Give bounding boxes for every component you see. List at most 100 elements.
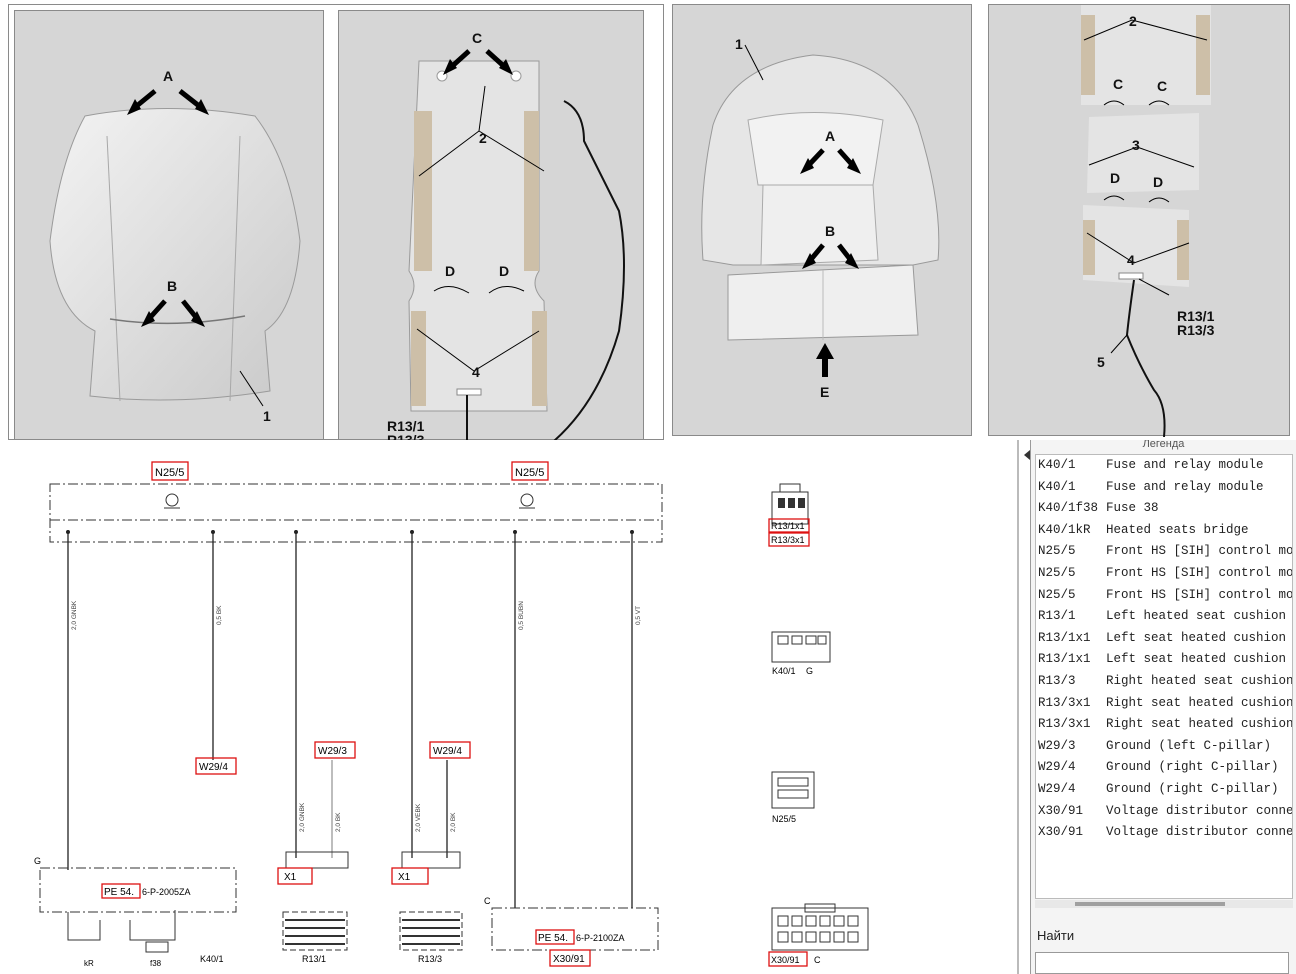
legend-description: Left seat heated cushion bbox=[1106, 652, 1287, 667]
legend-code: R13/3 bbox=[1038, 673, 1076, 688]
callout-c-left: C bbox=[1113, 76, 1123, 92]
search-label: Найти bbox=[1037, 928, 1075, 943]
legend-description: Ground (left C-pillar) bbox=[1106, 738, 1272, 753]
legend-row[interactable]: N25/5 Front HS [SIH] control mo bbox=[1036, 541, 1292, 563]
ground-box-1 bbox=[195, 757, 237, 775]
icon-label-r133x1: R13/3x1 bbox=[771, 535, 805, 545]
connector-x1-right-label: X1 bbox=[398, 872, 411, 883]
search-input[interactable] bbox=[1035, 952, 1289, 974]
callout-d-right: D bbox=[499, 263, 509, 279]
bottom-label-f38: f38 bbox=[150, 959, 162, 968]
legend-code: N25/5 bbox=[1038, 587, 1076, 602]
photo-panel-4: 2 C C 3 D D 4 R13/1 R13/3 5 bbox=[988, 4, 1290, 438]
ground-label-3: W29/4 bbox=[433, 746, 462, 757]
pe-right-rest: 6-P-2100ZA bbox=[576, 933, 625, 943]
legend-description: Left heated seat cushion bbox=[1106, 609, 1287, 624]
pe-left-rest: 6-P-2005ZA bbox=[142, 887, 191, 897]
legend-description: Front HS [SIH] control mo bbox=[1106, 587, 1293, 602]
photo-frame-left bbox=[8, 4, 664, 440]
icon-label-x30: X30/91 bbox=[771, 955, 800, 965]
legend-code: W29/4 bbox=[1038, 760, 1076, 775]
wire-label-8: 0,5 VT bbox=[635, 606, 642, 625]
legend-code: X30/91 bbox=[1038, 825, 1084, 840]
callout-2: 2 bbox=[479, 130, 487, 146]
callout-a: A bbox=[163, 68, 173, 84]
bottom-label-kr: kR bbox=[84, 959, 94, 968]
pe-right-label: PE 54. bbox=[538, 933, 568, 944]
legend-row[interactable]: R13/1x1 Left seat heated cushion bbox=[1036, 649, 1292, 671]
wire-label-4: 2,0 BK bbox=[335, 812, 342, 832]
connector-icon-k40[interactable] bbox=[771, 631, 831, 663]
legend-code: W29/3 bbox=[1038, 738, 1076, 753]
collapse-arrow-icon[interactable] bbox=[1024, 450, 1030, 460]
callout-d-right-cushion: D bbox=[1153, 174, 1163, 190]
connector-icon-n25[interactable] bbox=[771, 771, 815, 809]
module-label-right: N25/5 bbox=[515, 467, 544, 479]
seat-symbol-left bbox=[164, 493, 180, 509]
legend-row[interactable]: K40/1f38 Fuse 38 bbox=[1036, 498, 1292, 520]
legend-code: X30/91 bbox=[1038, 803, 1084, 818]
callout-b-cushion: B bbox=[825, 223, 835, 239]
legend-code: N25/5 bbox=[1038, 544, 1076, 559]
heater-coil-r131 bbox=[282, 911, 348, 951]
voltage-distributor-outline bbox=[491, 907, 659, 951]
wire-label-7: 0,5 BUBN bbox=[518, 601, 525, 630]
wire-label-5: 2,0 VEBK bbox=[415, 803, 422, 832]
callout-4: 4 bbox=[472, 364, 480, 380]
connector-x1-right bbox=[401, 851, 461, 869]
seat-symbol-right bbox=[519, 493, 535, 509]
legend-code: N25/5 bbox=[1038, 565, 1076, 580]
legend-row[interactable]: N25/5 Front HS [SIH] control mo bbox=[1036, 585, 1292, 607]
legend-horizontal-scrollbar[interactable] bbox=[1035, 900, 1293, 908]
callout-5: 5 bbox=[1097, 354, 1105, 370]
legend-code: K40/1f38 bbox=[1038, 501, 1099, 516]
legend-row[interactable]: W29/3 Ground (left C-pillar) bbox=[1036, 736, 1292, 758]
legend-code: R13/1x1 bbox=[1038, 652, 1091, 667]
bottom-label-r133: R13/3 bbox=[418, 954, 442, 964]
legend-title: Легенда bbox=[1142, 440, 1185, 450]
ground-label-2: W29/3 bbox=[318, 746, 347, 757]
connector-x1-left-label: X1 bbox=[284, 872, 297, 883]
module-label-left: N25/5 bbox=[155, 467, 184, 479]
cushion-heater-illustration: 2 C C 3 D D 4 R13/1 R13/3 5 bbox=[1081, 5, 1215, 438]
wire-label-3: 2,0 GNBK bbox=[299, 802, 306, 832]
callout-c: C bbox=[472, 30, 482, 46]
connector-icon-x30[interactable] bbox=[771, 903, 869, 951]
heater-coil-r133 bbox=[399, 911, 463, 951]
pe-left-label: PE 54. bbox=[104, 887, 134, 898]
callout-a-cushion: A bbox=[825, 128, 835, 144]
fuse-module-outline bbox=[39, 867, 237, 913]
ground-box-3 bbox=[429, 741, 471, 759]
callout-1: 1 bbox=[263, 408, 271, 424]
legend-code: R13/3x1 bbox=[1038, 695, 1091, 710]
icon-label-r131x1: R13/1x1 bbox=[771, 521, 805, 531]
legend-description: Fuse 38 bbox=[1106, 501, 1159, 516]
legend-description: Heated seats bridge bbox=[1106, 522, 1249, 537]
module-label-box-right bbox=[511, 461, 549, 481]
legend-code: R13/3x1 bbox=[1038, 717, 1091, 732]
icon-label-k40: K40/1 bbox=[772, 666, 796, 676]
legend-row[interactable]: R13/1x1 Left seat heated cushion bbox=[1036, 628, 1292, 650]
legend-description: Left seat heated cushion bbox=[1106, 630, 1287, 645]
legend-description: Front HS [SIH] control mo bbox=[1106, 544, 1293, 559]
bottom-label-x3091: X30/91 bbox=[553, 954, 585, 965]
label-g: G bbox=[34, 856, 41, 866]
scrollbar-thumb[interactable] bbox=[1075, 902, 1225, 906]
legend-code: R13/1x1 bbox=[1038, 630, 1091, 645]
legend-code: W29/4 bbox=[1038, 781, 1076, 796]
module-label-box-left bbox=[151, 461, 189, 481]
